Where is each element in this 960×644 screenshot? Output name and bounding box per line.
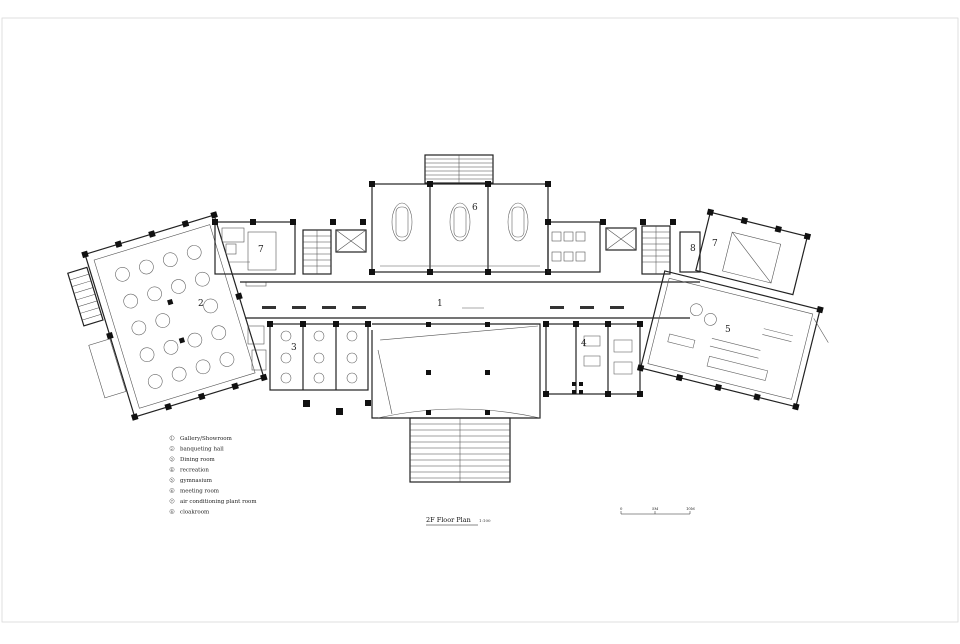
recreation-rooms: 4 [543,321,643,397]
sheet-border [1,17,959,623]
legend-item: 4 recreation [169,467,209,474]
svg-text:3: 3 [171,458,173,462]
central-atrium [371,322,541,483]
svg-text:8: 8 [171,510,173,514]
legend: 1 Gallery/Showroom 2 banqueting hall 3 D… [169,435,257,516]
legend-label: gymnasium [180,478,213,484]
east-service-block: 8 [545,219,701,275]
svg-text:1: 1 [171,437,173,441]
svg-text:7: 7 [171,500,173,504]
legend-item: 8 cloakroom [169,509,210,516]
legend-item: 7 air conditioning plant room [169,498,257,505]
room-number-2: 2 [198,299,204,309]
legend-item: 1 Gallery/Showroom [169,435,233,442]
room-number-8: 8 [690,244,696,254]
legend-item: 5 gymnasium [169,477,213,484]
legend-label: Gallery/Showroom [180,436,233,442]
legend-label: air conditioning plant room [180,499,257,505]
legend-label: Dining room [180,457,216,463]
legend-item: 6 meeting room [169,488,220,495]
legend-label: cloakroom [180,510,210,516]
west-service-block: 7 [212,219,367,287]
svg-text:5: 5 [171,479,173,483]
room-number-7-east: 7 [712,239,718,249]
room-number-3: 3 [291,343,297,353]
svg-text:4: 4 [171,468,173,472]
scale-bar: 0 5M 10M [620,506,695,515]
west-wing: 2 [67,211,268,421]
room-number-1: 1 [437,299,443,309]
legend-item: 2 banqueting hall [169,446,224,453]
room-number-4: 4 [581,339,587,349]
scale-label-0: 0 [620,506,623,511]
drawing-title: 2F Floor Plan 1:100 [426,516,491,526]
east-wing: 7 5 [636,208,829,411]
svg-text:6: 6 [171,489,173,493]
legend-item: 3 Dining room [169,456,216,463]
plan-scale: 1:100 [479,518,491,523]
plan-title: 2F Floor Plan [426,516,471,524]
svg-text:2: 2 [171,447,173,451]
room-number-7-west: 7 [258,245,264,255]
legend-label: banqueting hall [180,447,224,453]
legend-label: recreation [180,468,209,474]
scale-label-10: 10M [686,506,695,511]
meeting-rooms: 6 [369,154,551,275]
room-number-5: 5 [725,325,731,335]
gallery-corridor: 1 [240,281,700,319]
room-number-6: 6 [472,203,478,213]
legend-label: meeting room [180,489,220,495]
dining-rooms: 3 [247,321,371,415]
scale-label-5: 5M [652,506,658,511]
